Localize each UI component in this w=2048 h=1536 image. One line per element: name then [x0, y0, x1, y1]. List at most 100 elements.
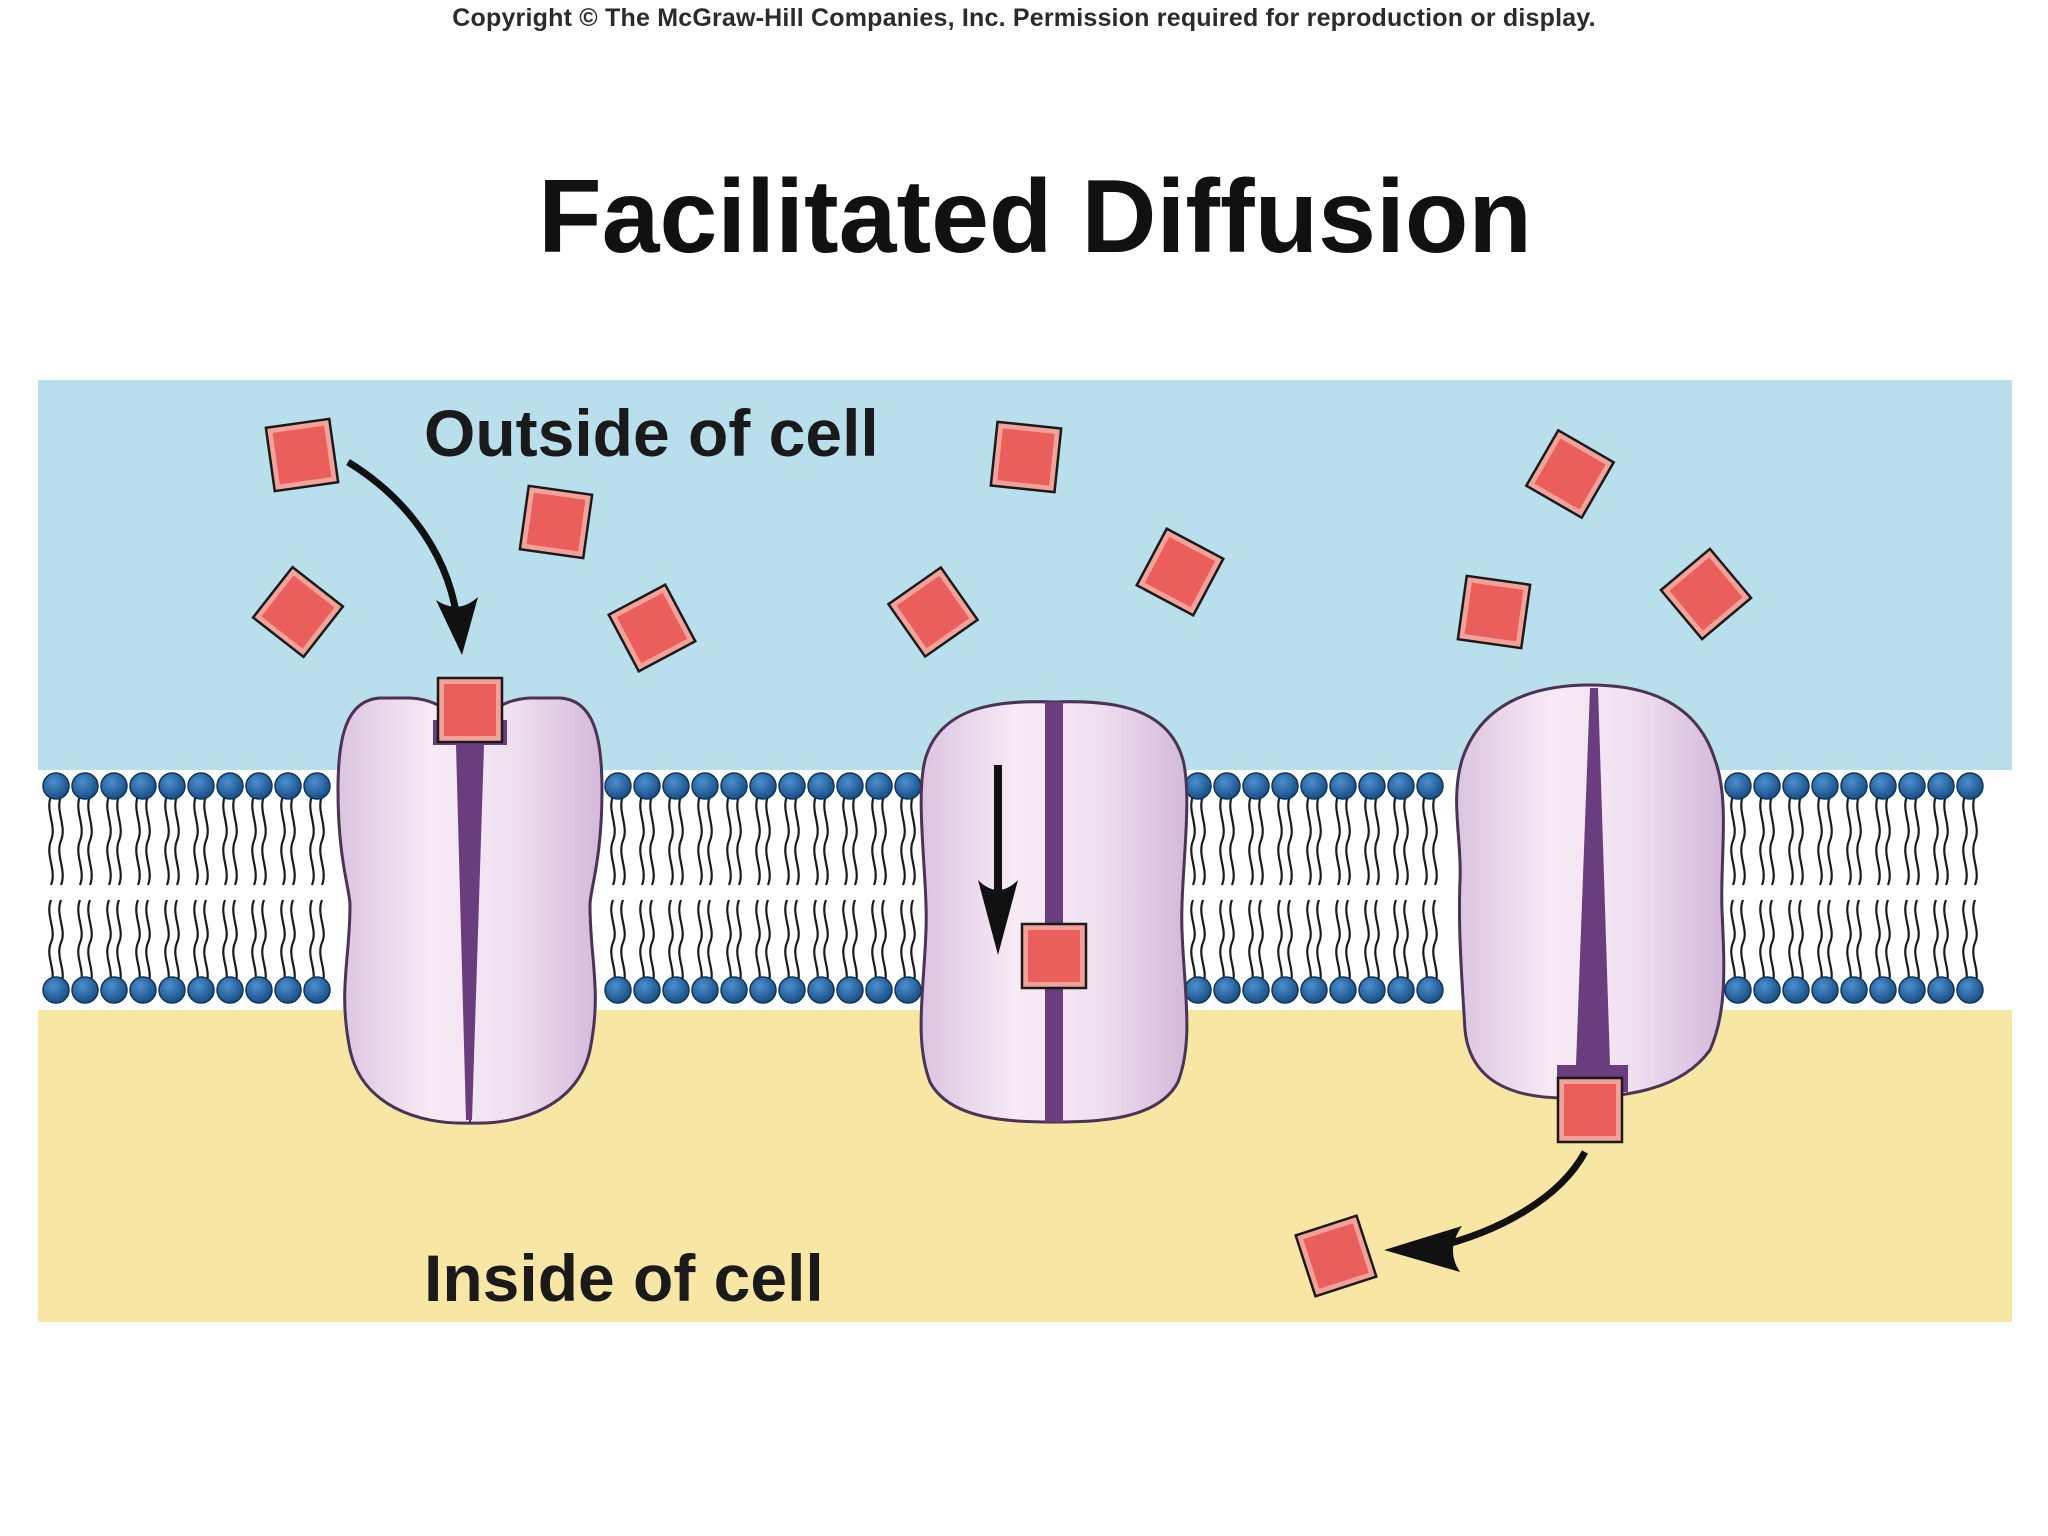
fatty-acid-tail [1769, 795, 1775, 886]
fatty-acid-tail [1316, 899, 1322, 986]
fatty-acid-tail [1277, 795, 1283, 886]
fatty-acid-tail [319, 795, 325, 886]
fatty-acid-tail [290, 795, 296, 886]
fatty-acid-tail [910, 899, 916, 986]
phospholipid-head [1956, 772, 1984, 800]
fatty-acid-tail [900, 899, 906, 986]
fatty-acid-tail [1914, 899, 1920, 986]
phospholipid-head [1927, 772, 1955, 800]
solute-molecule [264, 417, 340, 493]
fatty-acid-tail [794, 899, 800, 986]
fatty-acid-tail [1730, 795, 1736, 886]
fatty-acid-tail [900, 795, 906, 886]
solute-molecule [1659, 547, 1753, 641]
fatty-acid-tail [1364, 899, 1370, 986]
phospholipid-head [1416, 976, 1444, 1004]
fatty-acid-tail [784, 899, 790, 986]
arrow-moving-down [978, 765, 1018, 955]
fatty-acid-tail [1422, 795, 1428, 886]
phospholipid-head [720, 976, 748, 1004]
solute-molecule [1294, 1214, 1378, 1298]
fatty-acid-tail [1759, 795, 1765, 886]
fatty-acid-tail [620, 795, 626, 886]
fatty-acid-tail [1962, 795, 1968, 886]
fatty-acid-tail [1798, 795, 1804, 886]
fatty-acid-tail [726, 795, 732, 886]
solute-molecule [1135, 527, 1225, 617]
fatty-acid-tail [726, 899, 732, 986]
phospholipid-head [778, 772, 806, 800]
fatty-acid-tail [668, 899, 674, 986]
phospholipid-head [836, 772, 864, 800]
fatty-acid-tail [1730, 899, 1736, 986]
solute-molecule [1524, 428, 1616, 520]
fatty-acid-tail [193, 899, 199, 986]
phospholipid-head [129, 772, 157, 800]
fatty-acid-tail [174, 795, 180, 886]
phospholipid-head [1416, 772, 1444, 800]
phospholipid-heads [42, 772, 1984, 1004]
phospholipid-head [274, 976, 302, 1004]
solute-molecule [1456, 574, 1532, 650]
fatty-acid-tail [1827, 795, 1833, 886]
fatty-acid-tail [1432, 795, 1438, 886]
phospholipid-head [1869, 976, 1897, 1004]
fatty-acid-tail [881, 899, 887, 986]
fatty-acid-tail [765, 795, 771, 886]
fatty-acid-tail [106, 899, 112, 986]
copyright-notice: Copyright © The McGraw-Hill Companies, I… [452, 4, 1596, 32]
fatty-acid-tail [1740, 899, 1746, 986]
solute-molecules [251, 417, 1753, 1298]
arrow-released-inside [1384, 1150, 1589, 1272]
fatty-acid-tail [1374, 899, 1380, 986]
phospholipid-head [42, 772, 70, 800]
phospholipid-head [216, 976, 244, 1004]
fatty-acid-tail [116, 899, 122, 986]
fatty-acid-tail [784, 795, 790, 886]
fatty-acid-tail [649, 795, 655, 886]
phospholipid-head [1271, 772, 1299, 800]
phospholipid-head [894, 976, 922, 1004]
phospholipid-head [1358, 976, 1386, 1004]
phospholipid-head [807, 976, 835, 1004]
fatty-acid-tail [881, 795, 887, 886]
fatty-acid-tail [1287, 899, 1293, 986]
fatty-acid-tail [852, 899, 858, 986]
outside-of-cell-label: Outside of cell [424, 396, 879, 470]
fatty-acid-tail [1393, 795, 1399, 886]
phospholipid-head [1782, 772, 1810, 800]
fatty-acid-tail [1432, 899, 1438, 986]
fatty-acid-tail [1875, 795, 1881, 886]
solute-molecule [607, 583, 697, 673]
fatty-acid-tail [1306, 795, 1312, 886]
phospholipid-head [1300, 976, 1328, 1004]
fatty-acid-tail [1190, 899, 1196, 986]
fatty-acid-tail [1798, 899, 1804, 986]
fatty-acid-tail [1885, 795, 1891, 886]
fatty-acid-tail [639, 899, 645, 986]
fatty-acid-tail [193, 795, 199, 886]
fatty-acid-tail [649, 899, 655, 986]
fatty-acid-tail [174, 899, 180, 986]
fatty-acid-tail [678, 899, 684, 986]
fatty-acid-tail [1846, 795, 1852, 886]
fatty-acid-tail [1972, 795, 1978, 886]
phospholipid-head [1184, 772, 1212, 800]
fatty-acid-tail [1277, 899, 1283, 986]
fatty-acid-tail [145, 795, 151, 886]
fatty-acid-tail [116, 795, 122, 886]
fatty-acid-tail [1403, 795, 1409, 886]
phospholipid-head [1329, 976, 1357, 1004]
fatty-acid-tail [261, 899, 267, 986]
phospholipid-head [100, 772, 128, 800]
phospholipid-head [1184, 976, 1212, 1004]
phospholipid-head [1869, 772, 1897, 800]
fatty-acid-tail [678, 795, 684, 886]
fatty-acid-tail [77, 899, 83, 986]
fatty-acid-tail [232, 795, 238, 886]
solute-molecule [436, 676, 504, 744]
fatty-acid-tail [135, 899, 141, 986]
fatty-acid-tail [1933, 795, 1939, 886]
phospholipid-head [604, 772, 632, 800]
phospholipid-head [1213, 976, 1241, 1004]
